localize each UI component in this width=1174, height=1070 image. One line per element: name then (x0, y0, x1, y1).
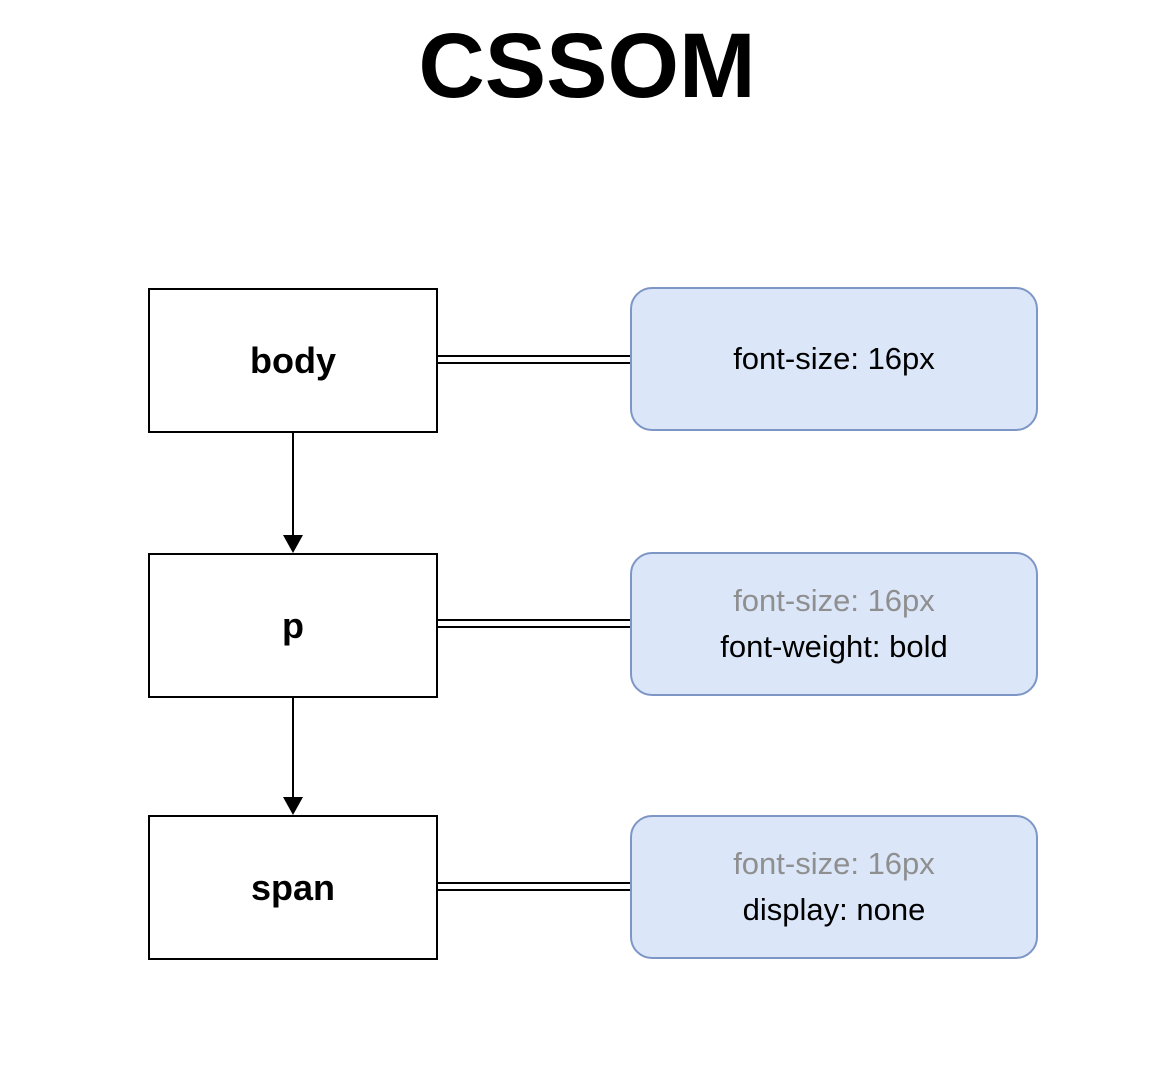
double-line-connector-span (438, 882, 630, 891)
arrow-p-to-span-head (283, 797, 303, 815)
node-body: body (148, 288, 438, 433)
node-span-label: span (250, 866, 336, 908)
props-p-line-2: font-weight: bold (720, 629, 948, 664)
arrow-body-to-p-head (283, 535, 303, 553)
node-p: p (148, 553, 438, 698)
props-body-line-1: font-size: 16px (733, 341, 935, 376)
props-p: font-size: 16px font-weight: bold (630, 552, 1038, 696)
props-p-line-1-inherited: font-size: 16px (733, 583, 935, 618)
props-body: font-size: 16px (630, 287, 1038, 431)
props-span: font-size: 16px display: none (630, 815, 1038, 959)
props-span-line-1-inherited: font-size: 16px (733, 846, 935, 881)
props-span-line-2: display: none (742, 892, 926, 927)
double-line-connector-body (438, 355, 630, 364)
double-line-connector-p (438, 619, 630, 628)
node-body-label: body (250, 339, 336, 381)
node-p-label: p (282, 604, 304, 646)
arrow-body-to-p-stem (292, 433, 294, 537)
node-span: span (148, 815, 438, 960)
diagram-title: CSSOM (418, 15, 756, 117)
arrow-p-to-span-stem (292, 698, 294, 798)
